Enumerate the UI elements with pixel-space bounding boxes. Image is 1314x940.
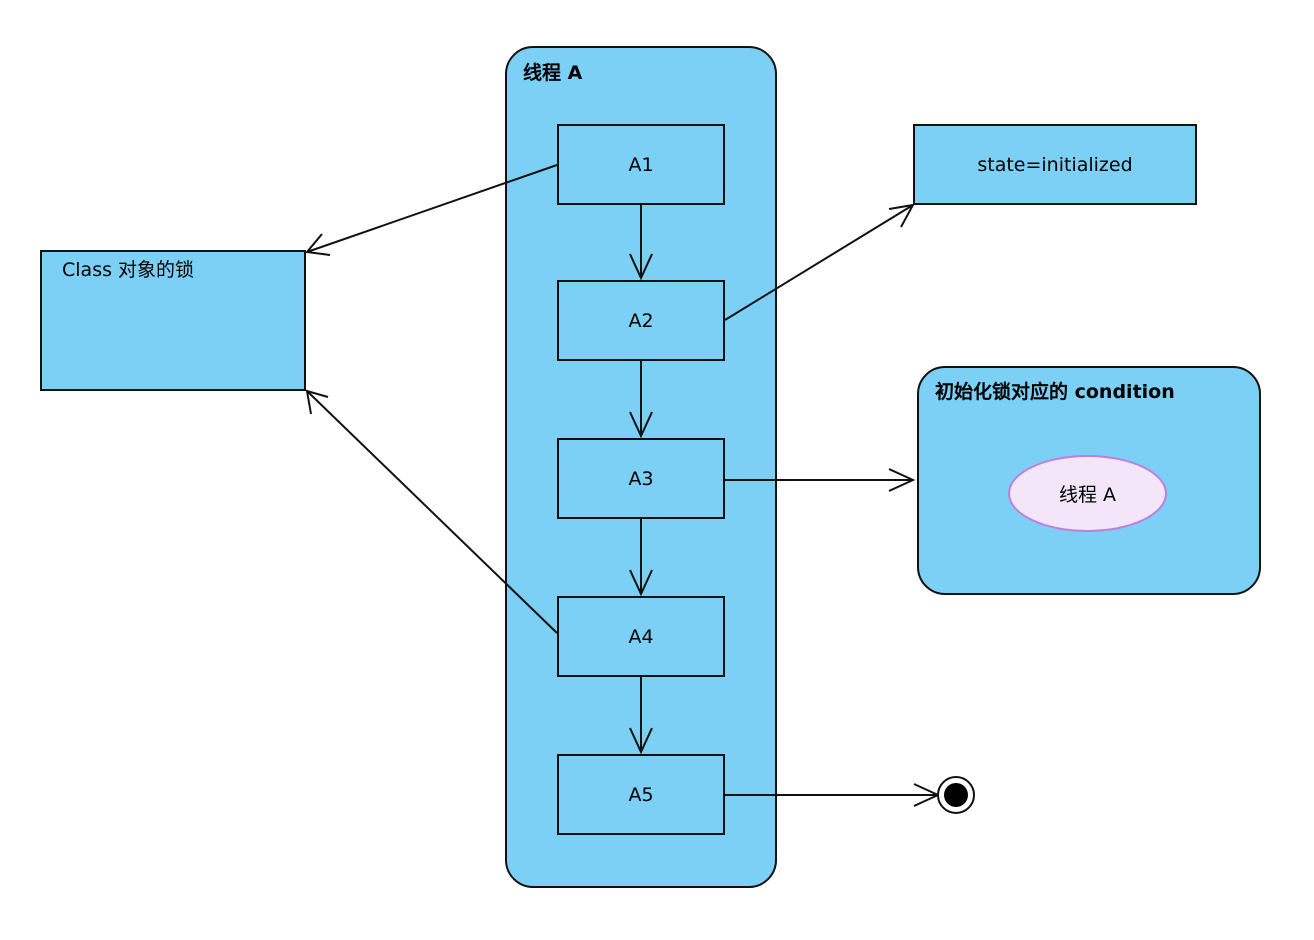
- arrowhead-a1-a2: [629, 253, 653, 281]
- class-lock-label: Class 对象的锁: [62, 259, 195, 281]
- arrowhead-a4-lock: [305, 389, 329, 415]
- condition-member-thread-a[interactable]: 线程 A: [1008, 455, 1167, 532]
- edge-a4-lock: [306, 390, 558, 634]
- edge-a1-lock: [306, 164, 558, 253]
- final-node-inner: [944, 783, 968, 807]
- arrowhead-a3-a4: [629, 569, 653, 597]
- arrowhead-a2-state: [888, 203, 915, 228]
- swimlane-title: 线程 A: [523, 62, 583, 84]
- state-initialized-box[interactable]: state=initialized: [913, 124, 1197, 205]
- arrowhead-a1-lock: [305, 233, 331, 256]
- class-lock-frame[interactable]: [40, 250, 306, 391]
- edge-a2-state: [724, 204, 914, 321]
- action-a3[interactable]: A3: [557, 438, 725, 519]
- arrowhead-a2-a3: [629, 411, 653, 439]
- arrowhead-a3-condition: [888, 468, 916, 492]
- action-a5[interactable]: A5: [557, 754, 725, 835]
- arrowhead-a4-a5: [629, 727, 653, 755]
- action-a4[interactable]: A4: [557, 596, 725, 677]
- action-a1[interactable]: A1: [557, 124, 725, 205]
- action-a2[interactable]: A2: [557, 280, 725, 361]
- condition-title: 初始化锁对应的 condition: [935, 381, 1175, 403]
